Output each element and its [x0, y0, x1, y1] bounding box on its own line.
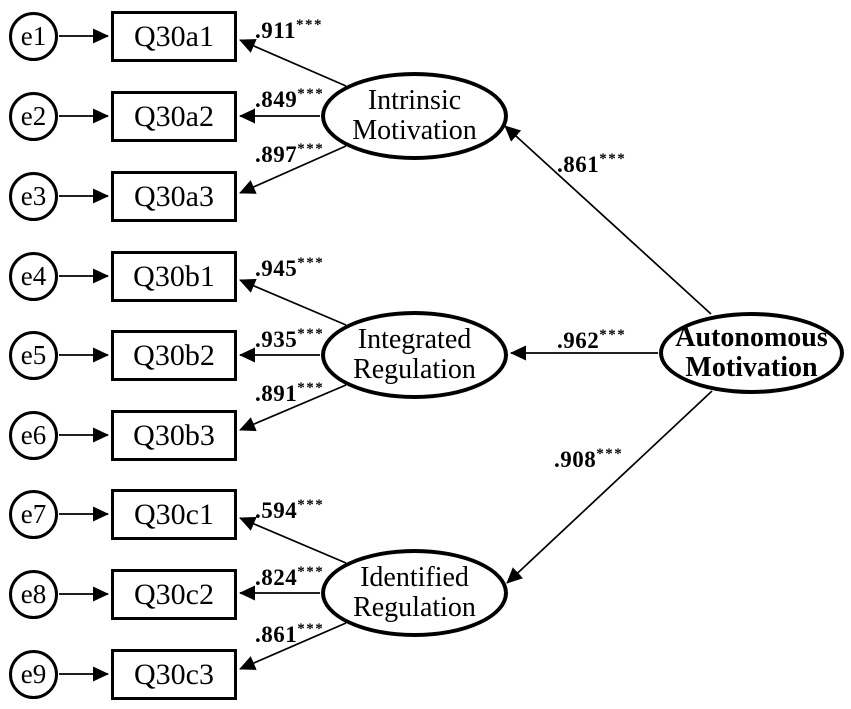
factor-node-identified-regulation: Identified Regulation — [321, 549, 508, 637]
significance-stars: *** — [297, 380, 325, 396]
factor-label-line1: Intrinsic — [367, 85, 462, 117]
factor-label-line1: Integrated — [357, 324, 472, 356]
loading-label-q30b3: .891*** — [255, 380, 325, 406]
indicator-label: Q30b2 — [133, 338, 215, 372]
error-label: e5 — [20, 340, 47, 370]
indicator-label: Q30a1 — [134, 19, 214, 53]
indicator-node-q30c3: Q30c3 — [111, 649, 237, 700]
indicator-node-q30a2: Q30a2 — [111, 91, 237, 142]
arrow-intrinsic-q30a1 — [239, 39, 347, 87]
indicator-label: Q30a2 — [134, 99, 214, 133]
significance-stars: *** — [596, 446, 624, 462]
error-node-e4: e4 — [9, 252, 58, 301]
error-label: e1 — [20, 21, 47, 51]
error-label: e6 — [20, 420, 47, 450]
significance-stars: *** — [297, 326, 325, 342]
factor-node-autonomous-motivation: Autonomous Motivation — [659, 312, 844, 394]
error-node-e8: e8 — [9, 570, 58, 619]
factor-label-line2: Regulation — [353, 592, 476, 623]
significance-stars: *** — [295, 17, 323, 33]
loading-label-q30a3: .897*** — [255, 141, 325, 167]
factor-label-line1: Identified — [360, 562, 469, 594]
loading-label-q30a1: .911*** — [255, 17, 323, 43]
loading-label-q30c3: .861*** — [255, 621, 325, 647]
error-label: e7 — [20, 499, 47, 529]
error-label: e8 — [20, 579, 47, 609]
error-node-e9: e9 — [9, 650, 58, 699]
factor-node-integrated-regulation: Integrated Regulation — [321, 311, 508, 399]
error-label: e3 — [20, 181, 47, 211]
significance-stars: *** — [297, 497, 325, 513]
error-node-e7: e7 — [9, 490, 58, 539]
significance-stars: *** — [297, 621, 325, 637]
error-label: e2 — [20, 101, 47, 131]
significance-stars: *** — [599, 151, 627, 167]
factor-label-line2: Motivation — [685, 352, 818, 383]
factor-label-line1: Autonomous — [675, 322, 828, 354]
loading-label-intrinsic-motivation: .861*** — [557, 151, 627, 177]
loading-label-q30c2: .824*** — [255, 564, 325, 590]
arrow-identified-q30c1 — [239, 516, 347, 564]
factor-node-intrinsic-motivation: Intrinsic Motivation — [321, 72, 508, 160]
arrow-autonomous-identified — [506, 390, 713, 584]
significance-stars: *** — [297, 255, 325, 271]
indicator-node-q30b1: Q30b1 — [111, 251, 237, 302]
loading-label-q30c1: .594*** — [255, 497, 325, 523]
indicator-node-q30a1: Q30a1 — [111, 11, 237, 62]
indicator-node-q30a3: Q30a3 — [111, 171, 237, 222]
loading-label-q30a2: .849*** — [255, 86, 325, 112]
arrow-integrated-q30b1 — [239, 278, 347, 326]
factor-label-line2: Motivation — [352, 115, 477, 146]
significance-stars: *** — [599, 327, 627, 343]
indicator-label: Q30c3 — [134, 657, 214, 691]
factor-label-line2: Regulation — [353, 354, 476, 385]
significance-stars: *** — [297, 86, 325, 102]
indicator-node-q30c1: Q30c1 — [111, 489, 237, 540]
error-node-e5: e5 — [9, 331, 58, 380]
indicator-label: Q30a3 — [134, 179, 214, 213]
loading-label-identified-regulation: .908*** — [554, 446, 624, 472]
indicator-node-q30b2: Q30b2 — [111, 330, 237, 381]
indicator-node-q30b3: Q30b3 — [111, 410, 237, 461]
error-node-e1: e1 — [9, 12, 58, 61]
significance-stars: *** — [297, 564, 325, 580]
error-node-e3: e3 — [9, 172, 58, 221]
loading-label-q30b2: .935*** — [255, 326, 325, 352]
error-node-e6: e6 — [9, 411, 58, 460]
error-node-e2: e2 — [9, 92, 58, 141]
indicator-label: Q30c2 — [134, 577, 214, 611]
indicator-label: Q30c1 — [134, 497, 214, 531]
loading-label-integrated-regulation: .962*** — [557, 327, 627, 353]
error-label: e4 — [20, 261, 47, 291]
indicator-node-q30c2: Q30c2 — [111, 569, 237, 620]
significance-stars: *** — [297, 141, 325, 157]
error-label: e9 — [20, 659, 47, 689]
loading-label-q30b1: .945*** — [255, 255, 325, 281]
indicator-label: Q30b3 — [133, 418, 215, 452]
indicator-label: Q30b1 — [133, 259, 215, 293]
